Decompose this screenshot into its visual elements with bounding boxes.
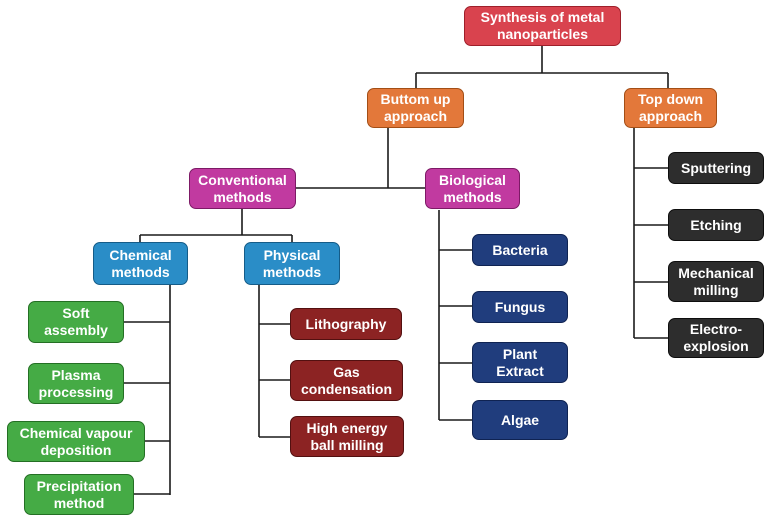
physical-leaf-gas-condensation: Gas condensation (290, 360, 403, 401)
conventional-methods-node: Conventional methods (189, 168, 296, 209)
chemical-leaf-chemical-vapour-deposition: Chemical vapour deposition (7, 421, 145, 462)
bottom-up-approach-node: Buttom up approach (367, 88, 464, 128)
biological-methods-node: Biological methods (425, 168, 520, 209)
biological-leaf-bacteria: Bacteria (472, 234, 568, 266)
top-down-leaf-electro-explosion: Electro- explosion (668, 318, 764, 358)
top-down-leaf-sputtering: Sputtering (668, 152, 764, 184)
top-down-leaf-etching: Etching (668, 209, 764, 241)
top-down-leaf-mechanical-milling: Mechanical milling (668, 261, 764, 302)
chemical-methods-node: Chemical methods (93, 242, 188, 285)
biological-leaf-algae: Algae (472, 400, 568, 440)
biological-leaf-plant-extract: Plant Extract (472, 342, 568, 383)
physical-leaf-high-energy-ball-milling: High energy ball milling (290, 416, 404, 457)
physical-leaf-lithography: Lithography (290, 308, 402, 340)
top-down-approach-node: Top down approach (624, 88, 717, 128)
biological-leaf-fungus: Fungus (472, 291, 568, 323)
chemical-leaf-precipitation-method: Precipitation method (24, 474, 134, 515)
physical-methods-node: Physical methods (244, 242, 340, 285)
root-node: Synthesis of metal nanoparticles (464, 6, 621, 46)
chemical-leaf-plasma-processing: Plasma processing (28, 363, 124, 404)
chemical-leaf-soft-assembly: Soft assembly (28, 301, 124, 343)
